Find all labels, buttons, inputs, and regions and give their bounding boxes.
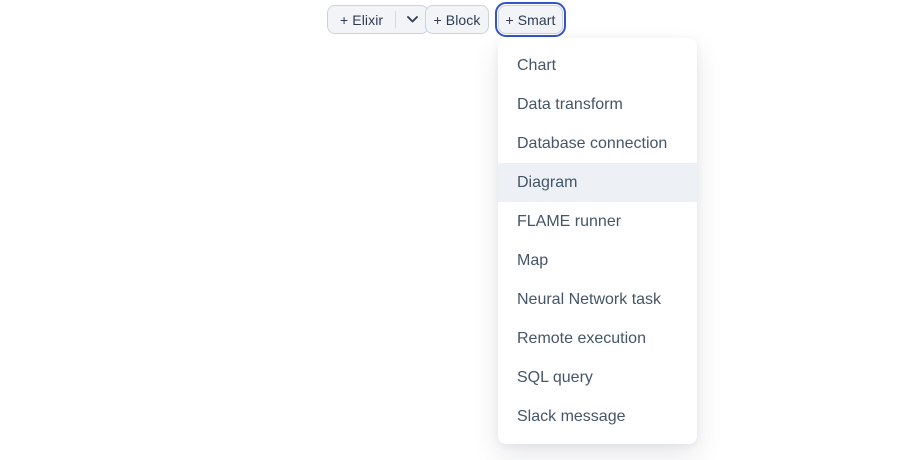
insert-elixir-split-button[interactable]: + Elixir: [327, 5, 430, 34]
menu-item-database-connection[interactable]: Database connection: [517, 135, 668, 152]
menu-item-map[interactable]: Map: [517, 252, 549, 269]
split-button-divider: [395, 11, 397, 28]
chevron-down-icon: [406, 16, 418, 23]
insert-smart-button[interactable]: + Smart: [495, 2, 566, 37]
menu-item-chart[interactable]: Chart: [517, 57, 557, 74]
insert-block-button[interactable]: + Block: [425, 5, 489, 34]
menu-item-diagram[interactable]: Diagram: [498, 163, 697, 202]
menu-item-data-transform[interactable]: Data transform: [517, 96, 623, 113]
menu-item-sql-query[interactable]: SQL query: [517, 369, 593, 386]
elixir-dropdown-toggle[interactable]: [396, 6, 428, 33]
menu-item-neural-network-task[interactable]: Neural Network task: [517, 291, 662, 308]
insert-elixir-button[interactable]: + Elixir: [340, 11, 384, 28]
menu-item-remote-execution[interactable]: Remote execution: [517, 330, 646, 347]
menu-item-slack-message[interactable]: Slack message: [517, 408, 626, 425]
menu-item-flame-runner[interactable]: FLAME runner: [517, 213, 622, 230]
